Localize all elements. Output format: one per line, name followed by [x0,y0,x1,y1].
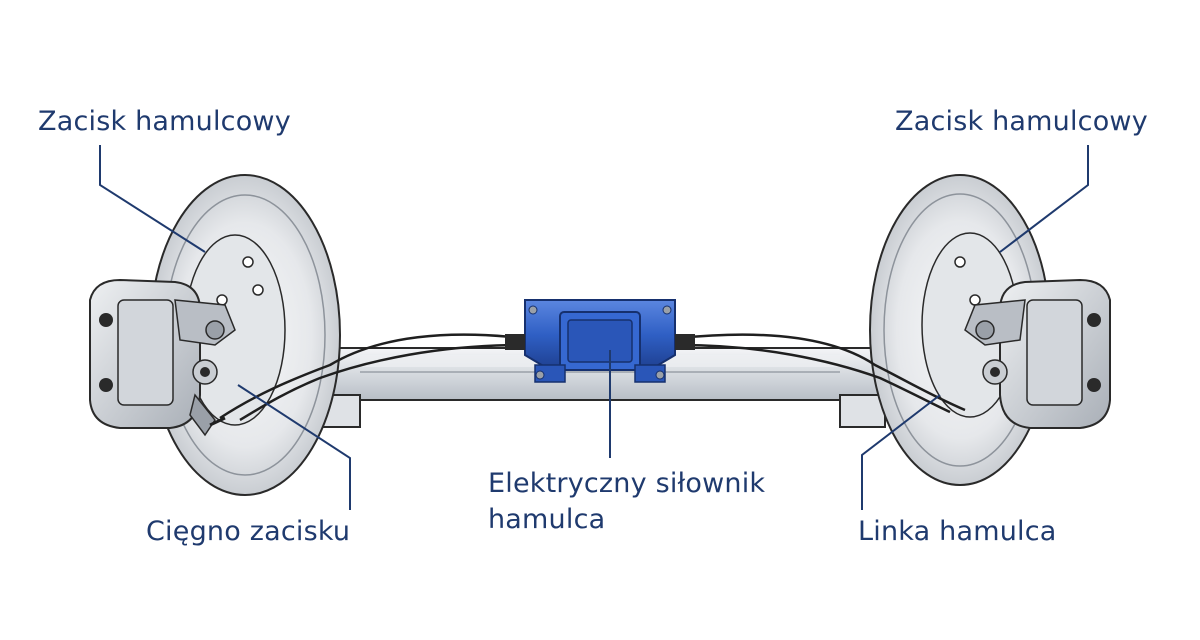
label-electric-actuator-line1: Elektryczny siłownik [488,466,765,502]
label-brake-cable: Linka hamulca [858,514,1057,550]
label-caliper-rod: Cięgno zacisku [146,514,350,550]
label-electric-actuator: Elektryczny siłownik hamulca [488,466,765,538]
label-electric-actuator-line2: hamulca [488,502,765,538]
label-caliper-left: Zacisk hamulcowy [38,104,291,140]
label-caliper-right: Zacisk hamulcowy [895,104,1148,140]
